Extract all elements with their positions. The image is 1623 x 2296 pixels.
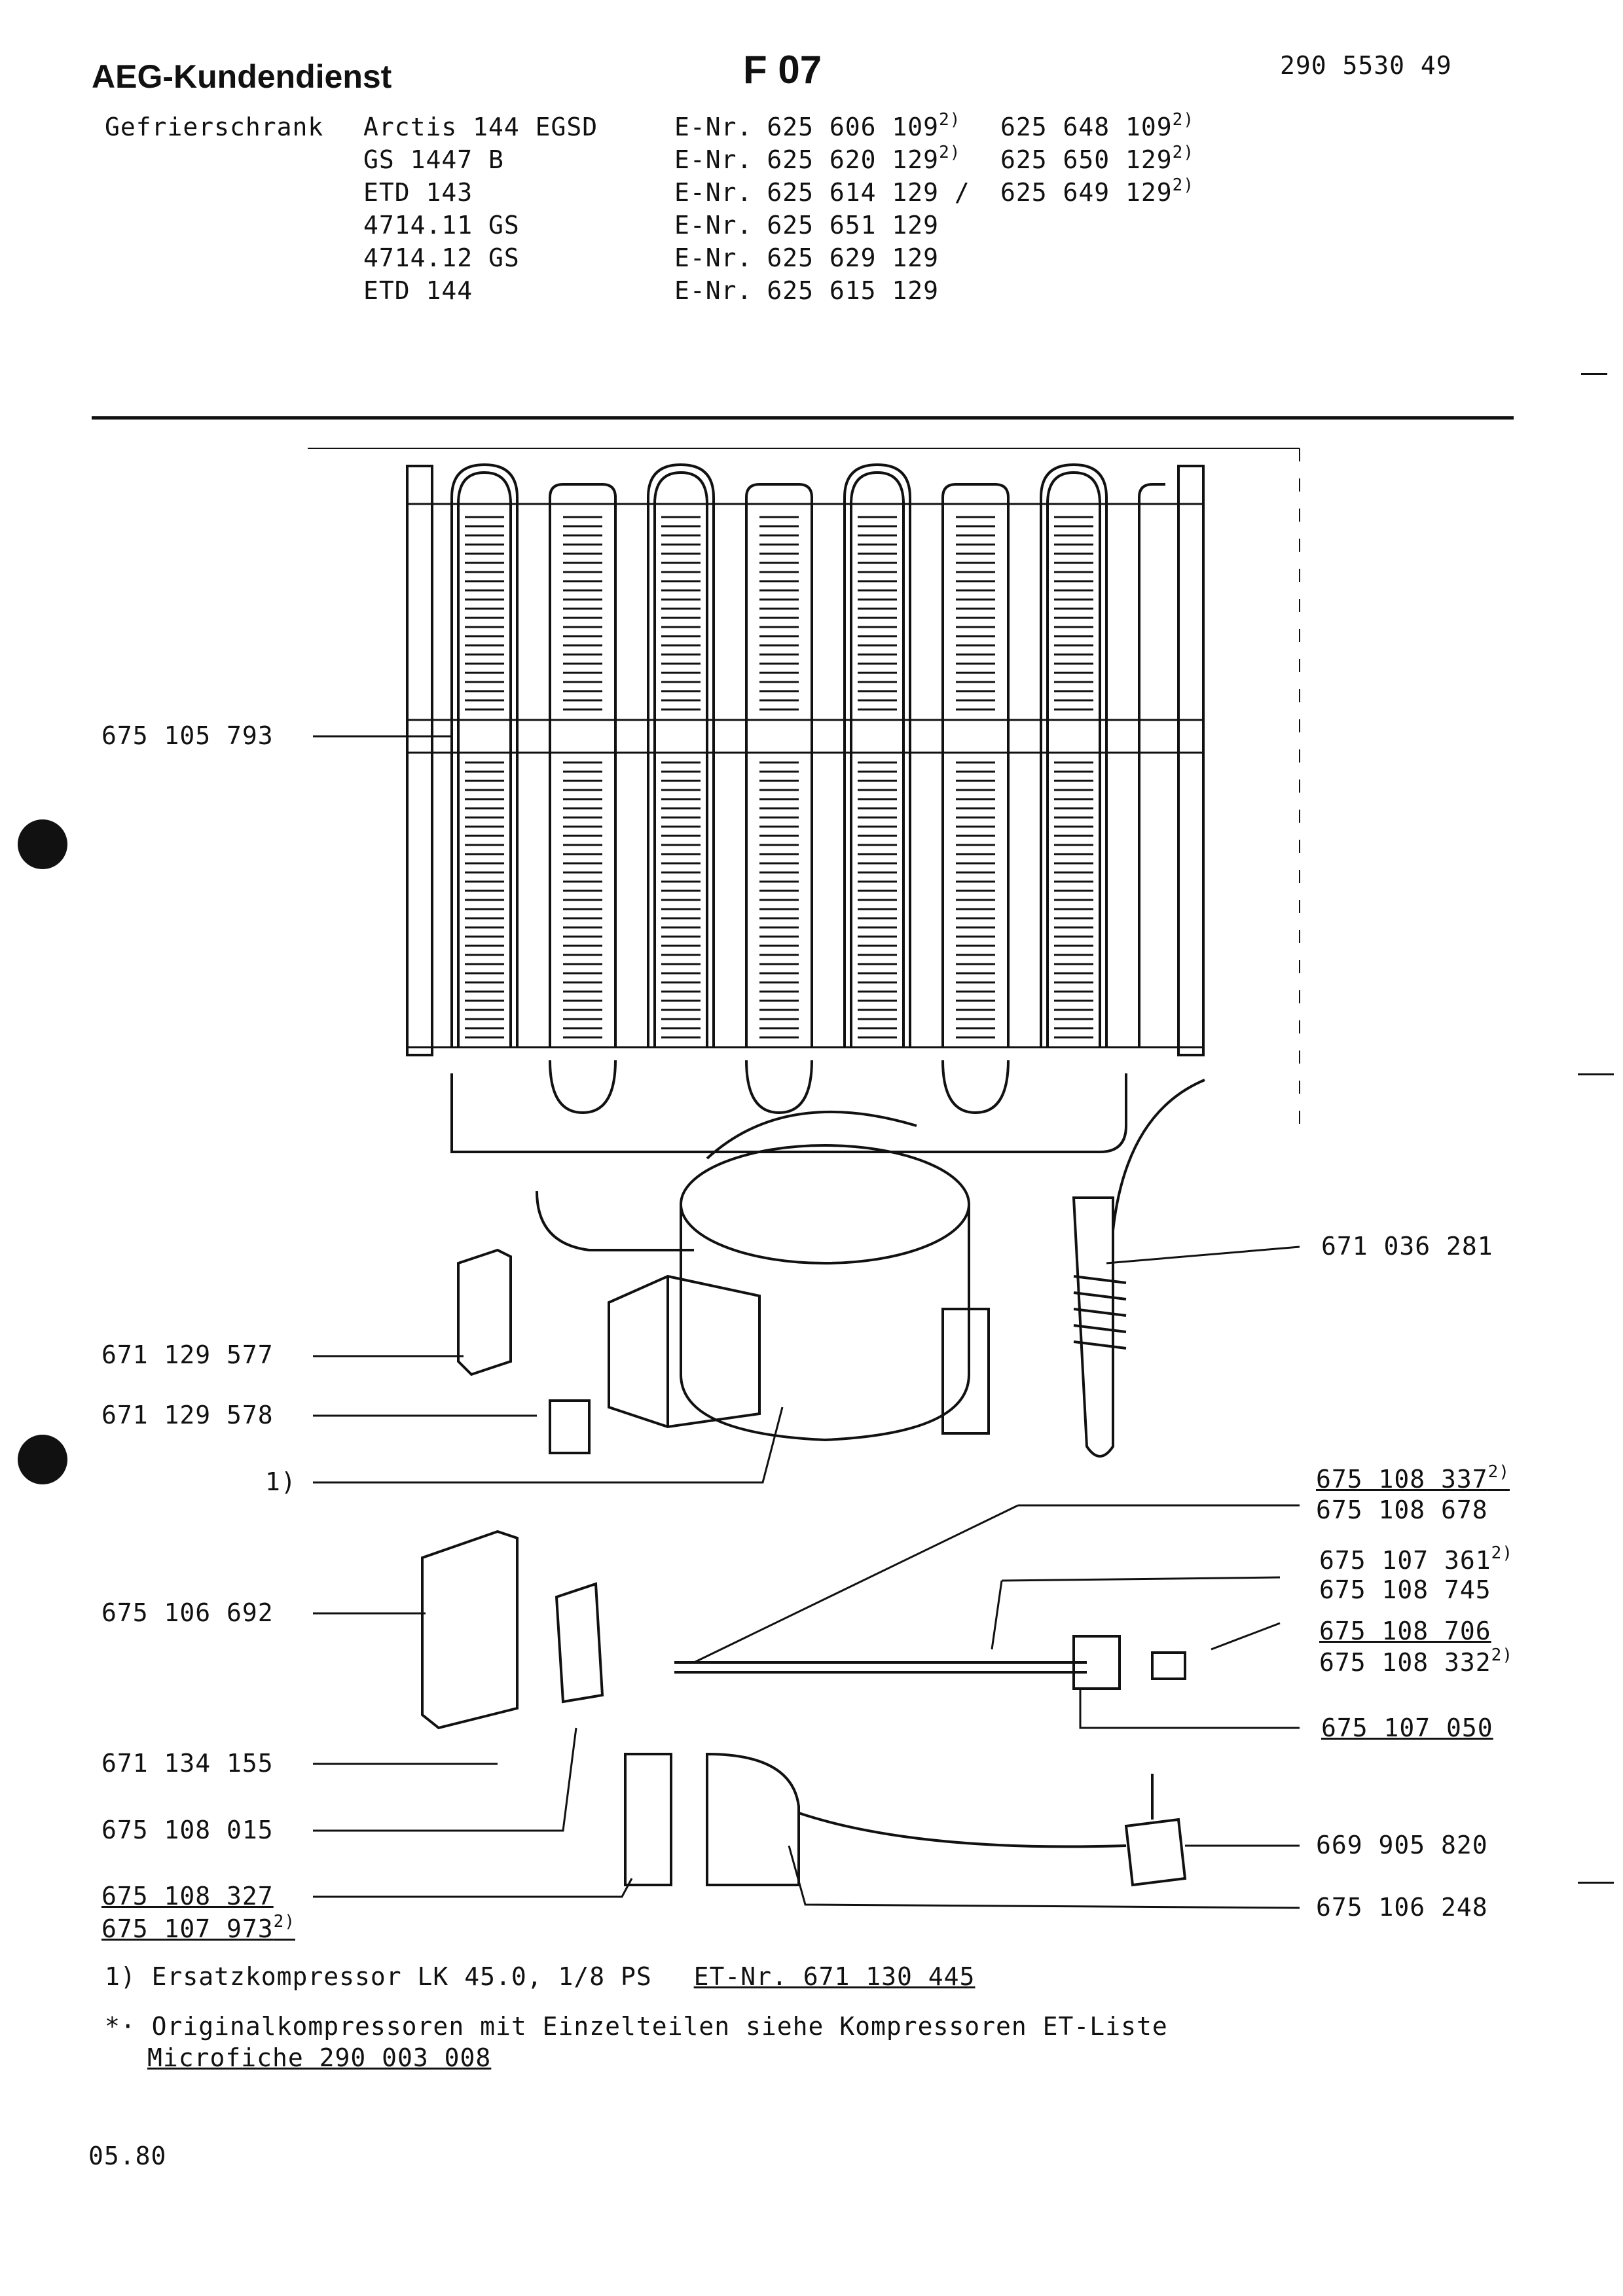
label-capacitor-2: 675 107 9732) <box>101 1912 295 1943</box>
label-drier: 671 036 281 <box>1321 1232 1493 1261</box>
alt-enr-number: 625 648 1092) <box>1000 110 1194 141</box>
footnote-marker: 2) <box>1491 1543 1513 1563</box>
enr-number: E-Nr. 625 620 1292) <box>674 143 961 174</box>
alt-enr-value: 625 650 129 <box>1000 145 1173 174</box>
compressor <box>608 1110 990 1442</box>
model-row: 4714.12 GS E-Nr. 625 629 129 <box>0 243 1623 274</box>
label-bracket: 675 107 050 <box>1321 1713 1493 1742</box>
relay-box <box>421 1530 519 1730</box>
model-name: GS 1447 B <box>363 145 504 174</box>
label-thermostat-1-number: 675 108 337 <box>1316 1465 1488 1494</box>
bullet-marker <box>18 1435 67 1484</box>
alt-enr-value: 625 648 109 <box>1000 113 1173 141</box>
alt-enr-number: 625 649 1292) <box>1000 175 1194 207</box>
appliance-type: Gefrierschrank <box>105 113 324 141</box>
label-starter: 675 108 015 <box>101 1816 274 1844</box>
label-clip-small: 671 134 155 <box>101 1749 274 1778</box>
alt-enr-value: 625 649 129 <box>1000 178 1173 207</box>
enr-prefix: E-Nr. <box>674 211 753 240</box>
label-thermostat-4: 675 108 745 <box>1319 1575 1491 1604</box>
model-name: ETD 144 <box>363 276 473 305</box>
label-cable: 675 106 248 <box>1316 1893 1488 1922</box>
footnote-marker: 2) <box>1172 143 1194 162</box>
label-compressor-ref: 1) <box>265 1467 297 1496</box>
enr-number: E-Nr. 625 615 129 <box>674 276 939 305</box>
enr-prefix: E-Nr. <box>674 276 753 305</box>
sheet-code: F 07 <box>743 48 822 92</box>
enr-number: E-Nr. 625 614 129 / <box>674 178 970 207</box>
model-row: 4714.11 GS E-Nr. 625 651 129 <box>0 211 1623 241</box>
footnote-1: 1) Ersatzkompressor LK 45.0, 1/8 PS ET-N… <box>105 1962 975 1991</box>
label-thermostat-2: 675 108 678 <box>1316 1496 1488 1524</box>
model-row: ETD 144 E-Nr. 625 615 129 <box>0 276 1623 306</box>
clip-part <box>549 1399 591 1454</box>
power-cable <box>798 1812 1127 1848</box>
label-plug: 669 905 820 <box>1316 1831 1488 1859</box>
label-relay-box: 675 106 692 <box>101 1598 274 1627</box>
cover-part <box>457 1248 512 1376</box>
footnote-1-reference: ET-Nr. 671 130 445 <box>693 1962 976 1991</box>
label-capacitor-2-number: 675 107 973 <box>101 1914 274 1943</box>
label-condenser: 675 105 793 <box>101 721 274 750</box>
footnote-marker: 2) <box>1172 175 1194 195</box>
starter-part <box>555 1582 604 1704</box>
footnote-marker: 2) <box>1491 1645 1513 1665</box>
enr-value: 625 629 129 <box>767 243 939 272</box>
label-thermostat-1: 675 108 3372) <box>1316 1462 1510 1494</box>
enr-prefix: E-Nr. <box>674 178 753 207</box>
enr-prefix: E-Nr. <box>674 113 753 141</box>
header-divider <box>92 416 1514 420</box>
model-name: 4714.11 GS <box>363 211 520 240</box>
enr-number: E-Nr. 625 606 1092) <box>674 110 961 141</box>
footnote-marker: 2) <box>273 1912 295 1931</box>
exploded-parts-diagram <box>18 448 1300 1909</box>
drier-filter <box>1072 1196 1127 1458</box>
enr-prefix: E-Nr. <box>674 243 753 272</box>
label-thermostat-3: 675 107 3612) <box>1319 1543 1513 1575</box>
footnote-1-text: 1) Ersatzkompressor LK 45.0, 1/8 PS <box>105 1962 652 1991</box>
alt-enr-number: 625 650 1292) <box>1000 143 1194 174</box>
enr-prefix: E-Nr. <box>674 145 753 174</box>
enr-value: 625 620 129 <box>767 145 939 174</box>
label-knob-2-number: 675 108 332 <box>1319 1648 1491 1677</box>
label-clip: 671 129 578 <box>101 1401 274 1429</box>
plug-part <box>1124 1774 1187 1887</box>
model-name: 4714.12 GS <box>363 243 520 272</box>
footnote-marker: 2) <box>939 143 961 162</box>
issue-date: 05.80 <box>88 2142 167 2170</box>
footnote-2-line-1: *· Originalkompressoren mit Einzelteilen… <box>105 2012 1168 2041</box>
document-number: 290 5530 49 <box>1280 51 1452 80</box>
enr-value: 625 606 109 <box>767 113 939 141</box>
margin-mark <box>1578 1882 1614 1884</box>
label-cover-top: 671 129 577 <box>101 1340 274 1369</box>
footnote-2-line-2: Microfiche 290 003 008 <box>147 2043 492 2072</box>
model-name: Arctis 144 EGSD <box>363 113 598 141</box>
enr-value: 625 614 129 / <box>767 178 970 207</box>
model-row: ETD 143 E-Nr. 625 614 129 / 625 649 1292) <box>0 175 1623 208</box>
label-thermostat-3-number: 675 107 361 <box>1319 1546 1491 1575</box>
model-row: Gefrierschrank Arctis 144 EGSD E-Nr. 625 60… <box>0 110 1623 143</box>
enr-value: 625 651 129 <box>767 211 939 240</box>
brand-title: AEG-Kundendienst <box>92 58 392 95</box>
footnote-marker: 2) <box>939 110 961 130</box>
model-name: ETD 143 <box>363 178 473 207</box>
label-capacitor-1: 675 108 327 <box>101 1882 274 1910</box>
condenser-coil <box>450 463 1165 1115</box>
margin-mark <box>1581 373 1607 375</box>
margin-mark <box>1578 1073 1614 1075</box>
footnote-marker: 2) <box>1172 110 1194 130</box>
footnote-marker: 2) <box>1487 1462 1510 1482</box>
enr-number: E-Nr. 625 629 129 <box>674 243 939 272</box>
capacitor-part <box>624 1753 672 1886</box>
cable-hood <box>706 1752 800 1886</box>
label-knob-2: 675 108 3322) <box>1319 1645 1513 1677</box>
label-knob-1: 675 108 706 <box>1319 1617 1491 1645</box>
enr-number: E-Nr. 625 651 129 <box>674 211 939 240</box>
enr-value: 625 615 129 <box>767 276 939 305</box>
bullet-marker <box>18 819 67 869</box>
